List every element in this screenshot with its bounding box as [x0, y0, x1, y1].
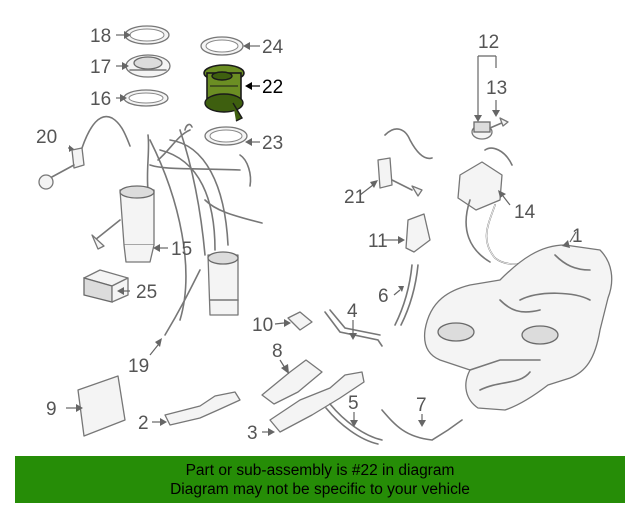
callout-25[interactable]: 25 — [136, 282, 157, 303]
part-4-strap[interactable] — [324, 309, 383, 347]
callout-16[interactable]: 16 — [90, 89, 111, 110]
part-16-seal[interactable] — [123, 89, 169, 107]
harness-wires — [149, 123, 263, 321]
callout-19[interactable]: 19 — [128, 356, 149, 377]
part-10-clip[interactable] — [287, 311, 313, 331]
part-23-ring[interactable] — [204, 126, 248, 146]
part-21-bracket[interactable] — [377, 128, 433, 197]
callout-8[interactable]: 8 — [272, 341, 283, 362]
part-2-bracket[interactable] — [164, 391, 241, 426]
part-18-ring[interactable] — [124, 25, 170, 45]
callout-11[interactable]: 11 — [368, 231, 388, 252]
part-11-bracket[interactable] — [405, 213, 431, 253]
callout-14[interactable]: 14 — [514, 202, 536, 223]
banner-line-1: Part or sub-assembly is #22 in diagram — [185, 462, 455, 479]
callout-12[interactable]: 12 — [478, 32, 499, 53]
part-22-pump-highlighted[interactable] — [203, 64, 245, 122]
part-12-valve[interactable] — [471, 117, 509, 140]
banner-line-2: Diagram may not be specific to your vehi… — [170, 481, 470, 498]
callout-3[interactable]: 3 — [247, 423, 258, 444]
callout-15[interactable]: 15 — [171, 239, 192, 260]
callout-21[interactable]: 21 — [344, 187, 365, 208]
callout-6[interactable]: 6 — [378, 286, 389, 307]
callout-17[interactable]: 17 — [90, 57, 111, 78]
leader-lines — [66, 31, 577, 436]
callout-7[interactable]: 7 — [416, 395, 427, 416]
callout-10[interactable]: 10 — [252, 315, 273, 336]
callout-22[interactable]: 22 — [262, 77, 283, 98]
callout-labels: 18 17 16 24 22 23 20 15 25 19 12 13 14 1… — [36, 26, 583, 444]
callout-2[interactable]: 2 — [138, 413, 149, 434]
part-3-bracket[interactable] — [269, 371, 365, 433]
callout-4[interactable]: 4 — [347, 301, 358, 322]
part-25-module[interactable] — [83, 269, 129, 303]
callout-1[interactable]: 1 — [572, 226, 583, 247]
part-8-shield[interactable] — [261, 359, 323, 405]
part-20-sensor[interactable] — [38, 115, 131, 190]
part-14-filler-pipe[interactable] — [457, 147, 546, 265]
part-7-strap[interactable] — [381, 409, 463, 441]
callout-24[interactable]: 24 — [262, 37, 284, 58]
callout-9[interactable]: 9 — [46, 399, 57, 420]
part-6-strap[interactable] — [394, 264, 419, 326]
callout-20[interactable]: 20 — [36, 127, 57, 148]
part-9-plate[interactable] — [77, 375, 126, 437]
info-banner: Part or sub-assembly is #22 in diagram D… — [15, 456, 625, 503]
part-15-pump-left[interactable] — [91, 129, 241, 263]
callout-18[interactable]: 18 — [90, 26, 111, 47]
callout-5[interactable]: 5 — [348, 393, 359, 414]
parts-diagram: 18 17 16 24 22 23 20 15 25 19 12 13 14 1… — [36, 25, 613, 445]
callout-23[interactable]: 23 — [262, 133, 283, 154]
part-5-strap[interactable] — [325, 403, 383, 445]
part-1-fuel-tank[interactable] — [423, 244, 613, 411]
callout-13[interactable]: 13 — [486, 78, 507, 99]
part-19-pump-right[interactable] — [164, 251, 239, 336]
part-17-flange[interactable] — [125, 54, 171, 78]
part-24-ring[interactable] — [200, 36, 244, 56]
